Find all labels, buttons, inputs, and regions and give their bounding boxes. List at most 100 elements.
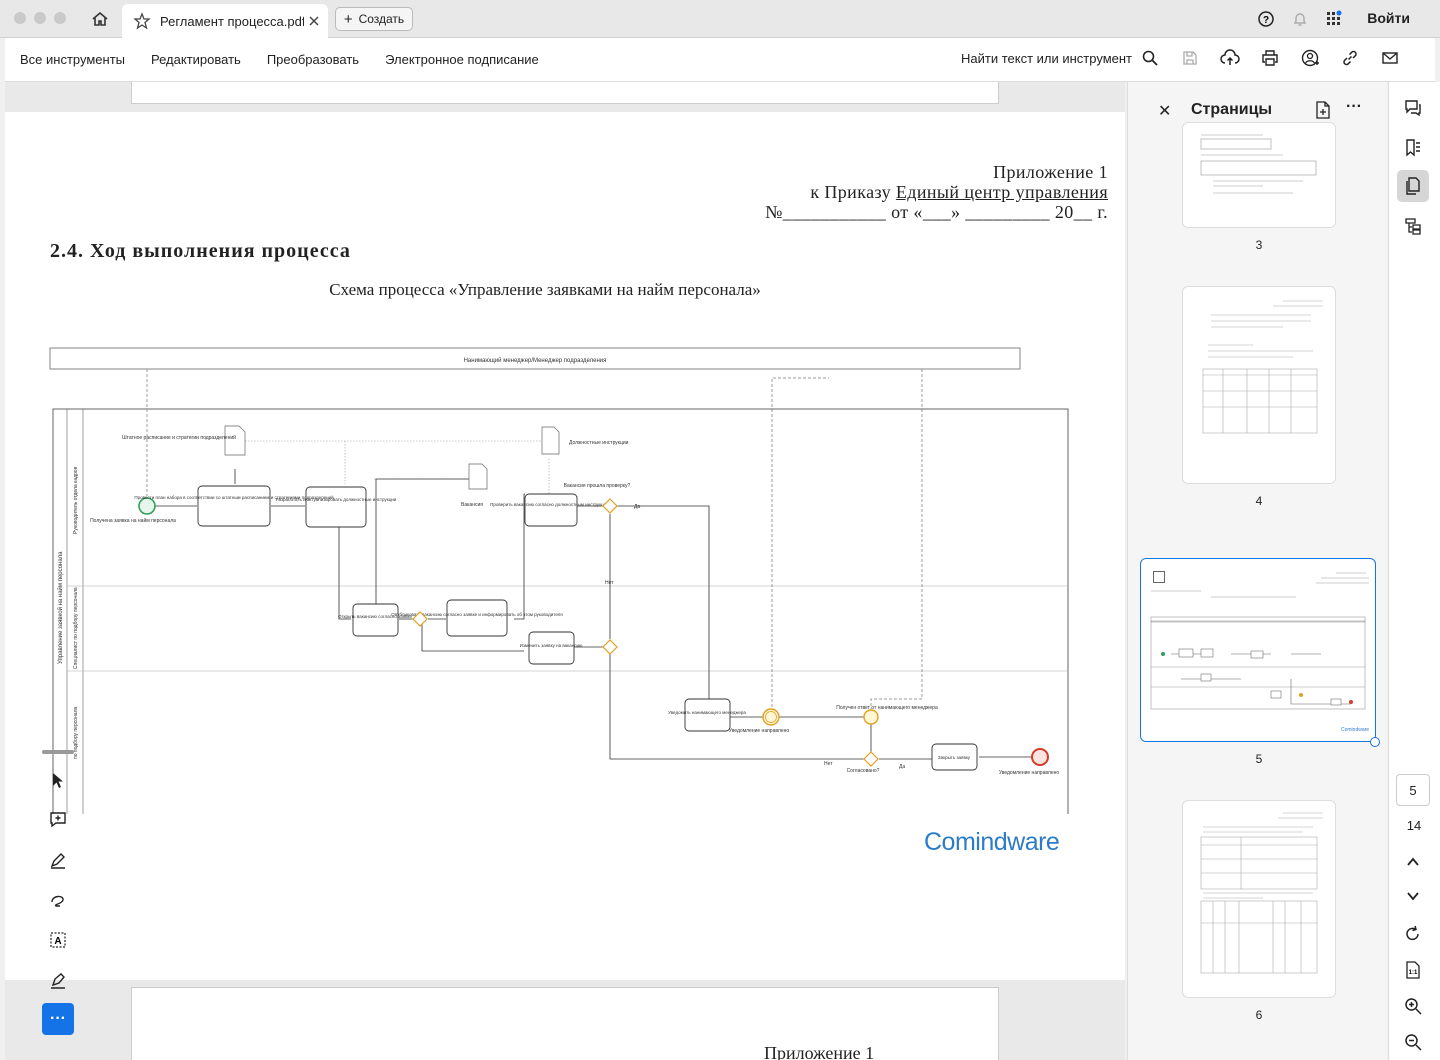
task8-label: Закрыть заявку (938, 755, 971, 760)
task2-label: Разработать и актуализировать должностны… (276, 497, 397, 502)
quick-tools: A (40, 762, 76, 1002)
thumbnail-page-6[interactable] (1182, 800, 1336, 998)
share-user-icon[interactable] (1300, 48, 1320, 68)
yes-label-1: Да (634, 504, 640, 510)
appendix-header: Приложение 1 к Приказу Единый центр упра… (765, 162, 1108, 222)
task6-label: Изменить заявку на вакансию (520, 643, 583, 648)
link-icon[interactable] (1340, 48, 1360, 68)
svg-text:1:1: 1:1 (1409, 970, 1418, 976)
menu-edit[interactable]: Редактировать (151, 52, 241, 67)
event1-label: Уведомление направлено (729, 728, 790, 734)
select-cursor-icon[interactable] (40, 762, 76, 798)
appendix-line2: к Приказу Единый центр управления (765, 182, 1108, 202)
event2-label: Получен ответ от нанимающего менеджера (836, 705, 938, 711)
thumb-number-6: 6 (1255, 1008, 1263, 1022)
find-tool-label[interactable]: Найти текст или инструмент (961, 51, 1132, 66)
start-event (138, 497, 156, 515)
pages-panel: ✕ Страницы ··· 3 4 Comindware 5 6 (1127, 82, 1387, 1060)
highlight-pen-icon[interactable] (40, 842, 76, 878)
start-label: Получена заявка на найм персонала (90, 517, 176, 524)
zoom-out-icon[interactable] (1397, 1026, 1429, 1058)
add-page-icon[interactable] (1313, 100, 1333, 120)
home-icon[interactable] (90, 9, 110, 29)
browser-titlebar: Регламент процесса.pdf + Создать ? Войти (0, 0, 1440, 38)
task-3 (524, 493, 578, 527)
gateway-3 (602, 639, 618, 655)
more-tools-button[interactable]: ··· (42, 1003, 74, 1035)
close-panel-icon[interactable]: ✕ (1158, 103, 1172, 120)
document-viewer[interactable]: Приложение 1 к Приказу Единый центр упра… (5, 82, 1125, 1060)
thumbnail-page-3[interactable] (1182, 122, 1336, 228)
svg-text:?: ? (1263, 15, 1269, 26)
thumb-number-5: 5 (1255, 752, 1263, 766)
login-button[interactable]: Войти (1367, 10, 1410, 26)
print-icon[interactable] (1260, 48, 1280, 68)
menu-all-tools[interactable]: Все инструменты (20, 52, 125, 67)
close-tab-icon[interactable] (304, 11, 324, 31)
next-page-chevron-down-icon[interactable] (1397, 880, 1429, 912)
thumbnail-resize-handle[interactable] (1370, 737, 1380, 747)
task3-label: Проверить вакансию согласно должностным … (490, 502, 612, 507)
apps-grid-icon[interactable] (1324, 9, 1344, 29)
window-maximize-dot[interactable] (54, 12, 66, 24)
text-box-icon[interactable]: A (40, 922, 76, 958)
sign-pen-icon[interactable] (40, 962, 76, 998)
no-label-2: Нет (824, 761, 833, 767)
window-close-dot[interactable] (14, 12, 26, 24)
add-comment-icon[interactable] (40, 802, 76, 838)
window-minimize-dot[interactable] (34, 12, 46, 24)
appendix-line1: Приложение 1 (993, 162, 1108, 182)
save-icon[interactable] (1180, 48, 1200, 68)
tab-title: Регламент процесса.pdf (160, 13, 304, 29)
menu-convert[interactable]: Преобразовать (266, 52, 360, 67)
task5-label: Опубликовать вакансию согласно заявке и … (391, 612, 563, 617)
schema-title: Схема процесса «Управление заявками на н… (329, 280, 761, 299)
appendix-line3: №___________ от «___» _________ 20__ г. (765, 202, 1108, 222)
tools-drag-handle[interactable] (42, 750, 74, 754)
new-tab-label: Создать (358, 12, 405, 26)
right-tool-rail: 5 14 1:1 (1388, 82, 1440, 1060)
star-icon[interactable] (132, 11, 152, 31)
task-7 (684, 698, 731, 732)
thumbnail-page-4[interactable] (1182, 286, 1336, 484)
help-icon[interactable]: ? (1256, 9, 1276, 29)
gateway1-question: Вакансия прошла проверку? (564, 483, 631, 489)
structure-tree-icon[interactable] (1397, 210, 1429, 242)
actual-size-icon[interactable]: 1:1 (1397, 954, 1429, 986)
previous-page-chevron-up-icon[interactable] (1397, 846, 1429, 878)
thumbnail-page-5-selected[interactable]: Comindware (1140, 558, 1376, 742)
doc1-label: Штатное расписание и стратегии подраздел… (122, 434, 236, 441)
search-icon[interactable] (1140, 48, 1160, 68)
bookmarks-icon[interactable] (1397, 132, 1429, 164)
panel-title: Страницы (1191, 101, 1273, 118)
task-8 (931, 743, 978, 771)
cloud-upload-icon[interactable] (1220, 48, 1240, 68)
comments-icon[interactable] (1397, 92, 1429, 124)
menu-e-sign[interactable]: Электронное подписание (385, 52, 539, 67)
panel-more-icon[interactable]: ··· (1346, 98, 1362, 115)
top-pool: Нанимающий менеджер/Менеджер подразделен… (49, 347, 1021, 370)
message-event-2 (863, 709, 879, 725)
pages-panel-icon[interactable] (1397, 170, 1429, 202)
task-1 (197, 485, 271, 527)
bell-icon[interactable] (1290, 9, 1310, 29)
mail-icon[interactable] (1380, 48, 1400, 68)
section-title: 2.4. Ход выполнения процесса (50, 240, 351, 262)
lane3-label: по подбору персонала (73, 707, 79, 759)
thumbnail-checkbox[interactable] (1153, 571, 1165, 583)
zoom-in-icon[interactable] (1397, 990, 1429, 1022)
task-5 (446, 599, 508, 637)
task-6 (528, 631, 575, 665)
main-pool: Управление заявкой на найм персонала Рук… (52, 408, 1069, 814)
gateway-4 (863, 751, 879, 767)
gateway4-question: Согласовано? (847, 768, 880, 774)
task4-label: Открыть вакансию согласно заявке (338, 614, 413, 619)
document-tab[interactable]: Регламент процесса.pdf (122, 4, 328, 38)
task-4 (352, 603, 399, 637)
draw-freehand-icon[interactable] (40, 882, 76, 918)
comindware-logo: Comindware (924, 828, 1060, 857)
current-page-input[interactable]: 5 (1396, 774, 1430, 806)
gateway-1 (602, 498, 618, 514)
new-tab-button[interactable]: + Создать (335, 7, 413, 31)
rotate-icon[interactable] (1397, 918, 1429, 950)
